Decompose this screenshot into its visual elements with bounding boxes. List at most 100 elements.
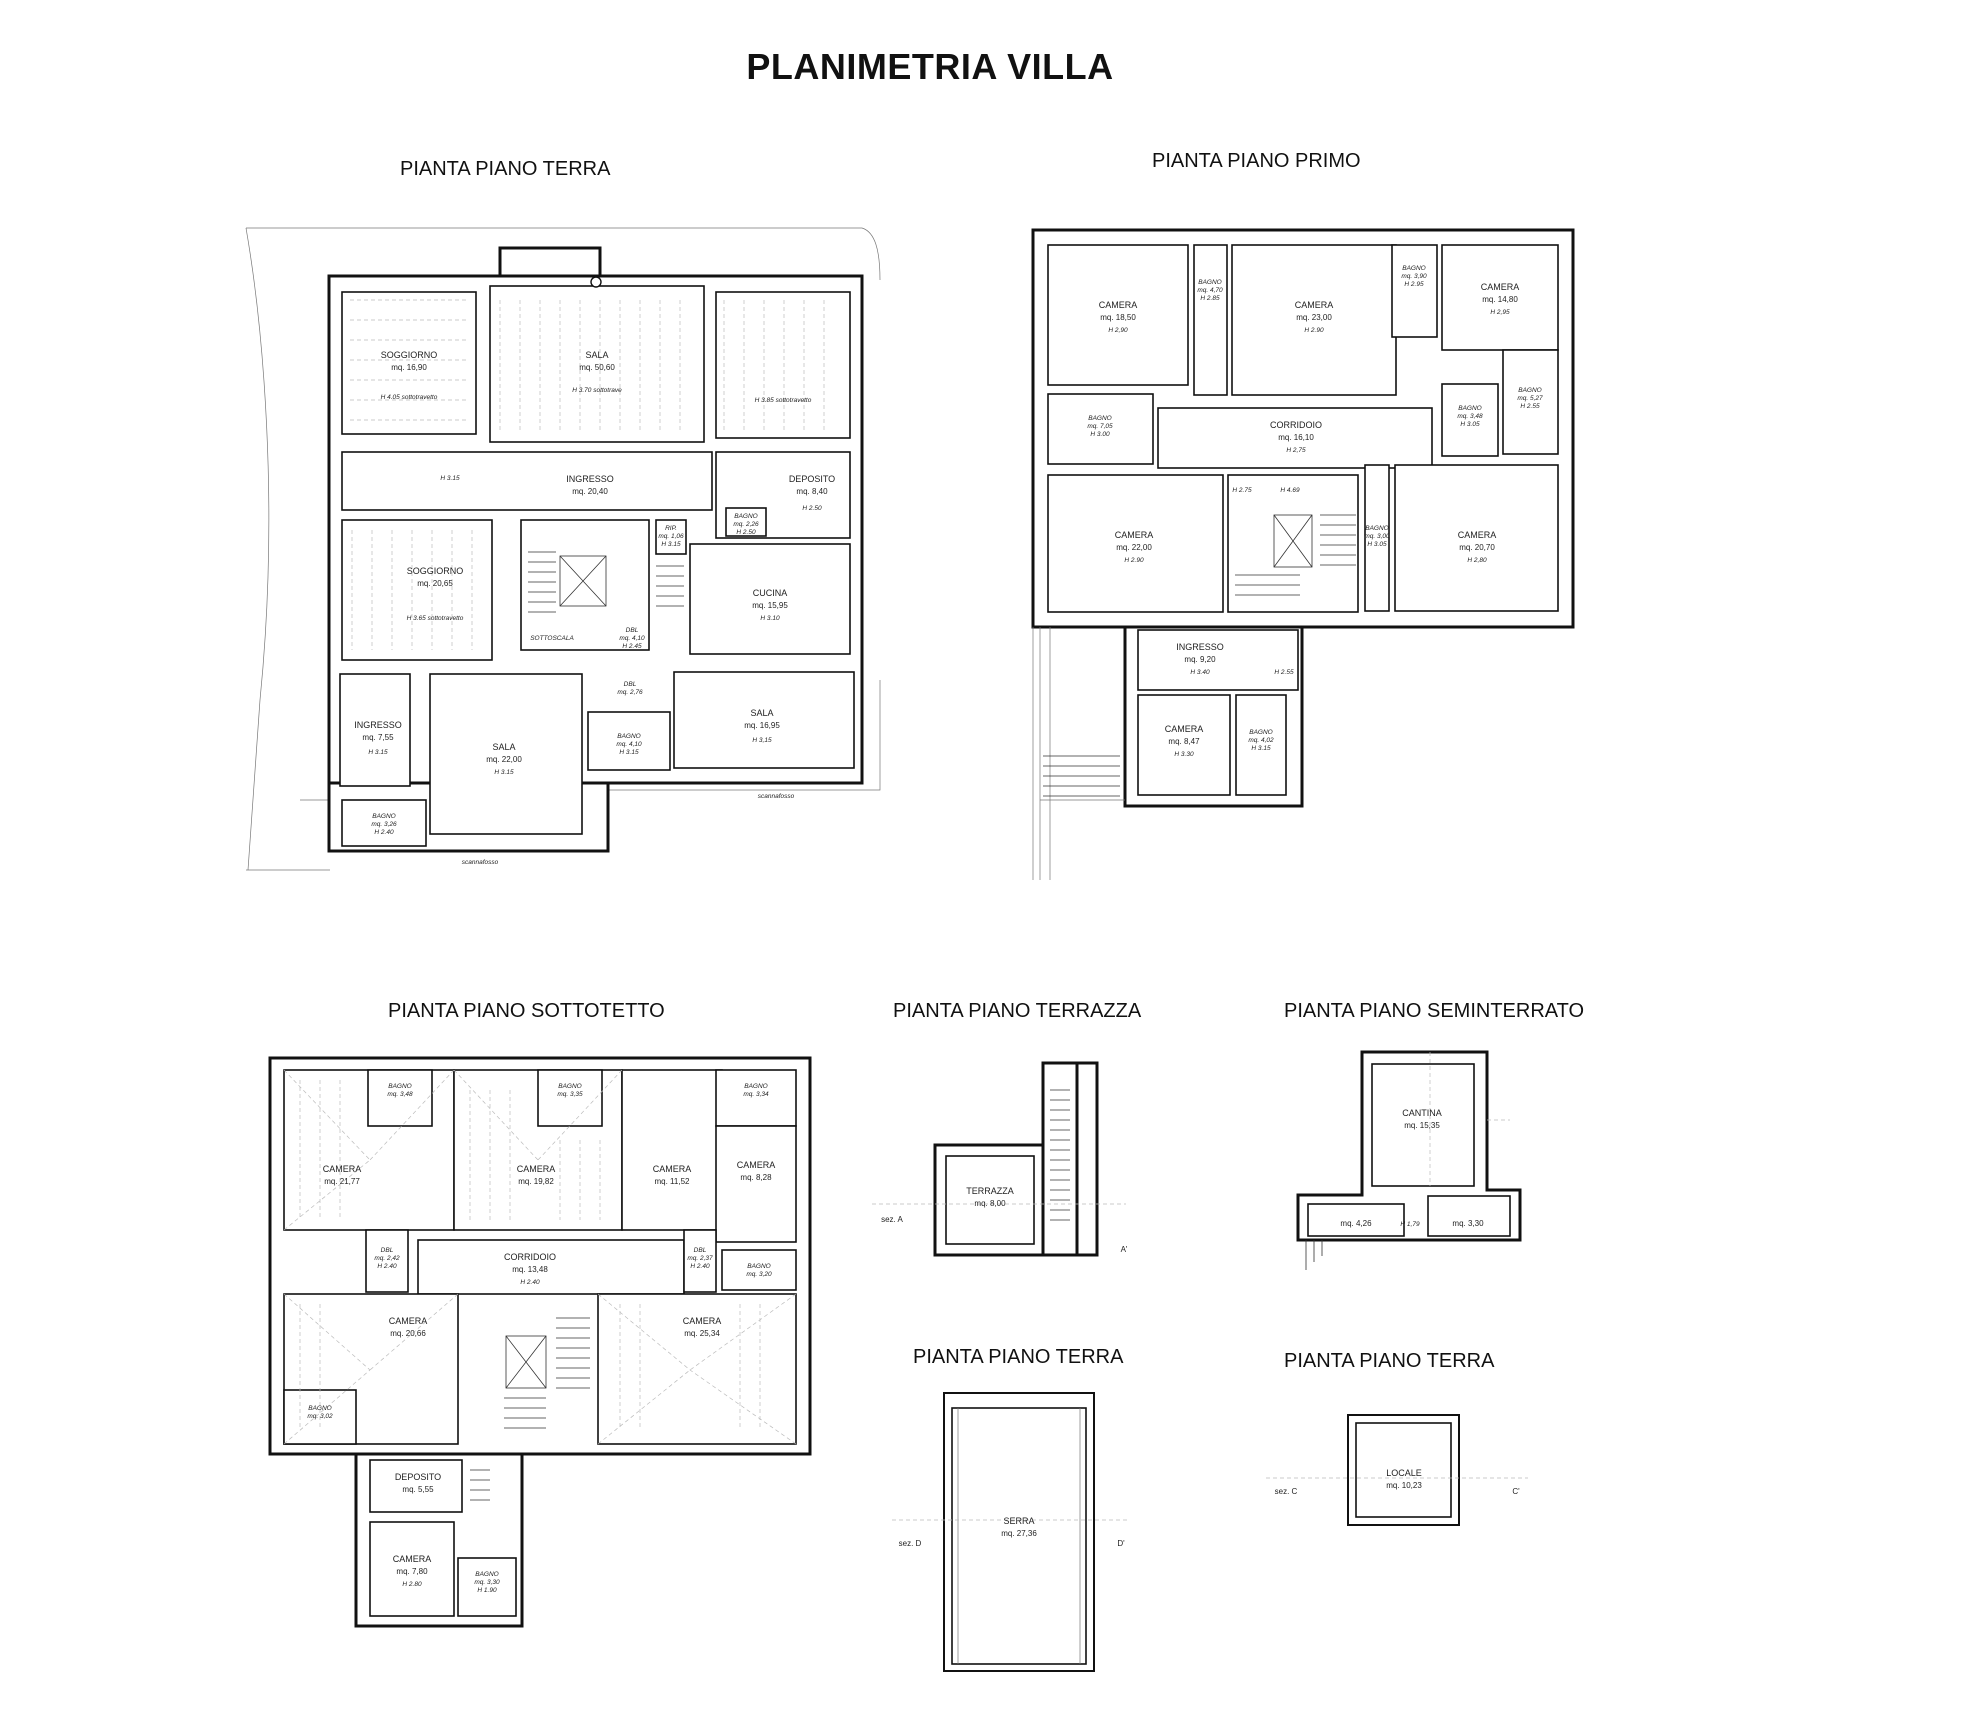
room-bagno-1 xyxy=(725,507,767,537)
svg-text:mq. 2,37: mq. 2,37 xyxy=(687,1255,713,1262)
room-terrazza xyxy=(945,1155,1035,1245)
label-bagno-p1-4: BAGNO xyxy=(1458,405,1481,412)
label-bagno-1: BAGNO xyxy=(734,513,757,520)
room-bagno-a4 xyxy=(721,1249,797,1291)
plan-title-terrace: PIANTA PIANO TERRAZZA xyxy=(893,1000,1142,1022)
room-dbl-a1 xyxy=(365,1229,409,1293)
svg-text:H 2.80: H 2.80 xyxy=(402,1581,422,1588)
label-terrazza: TERRAZZA xyxy=(966,1186,1014,1196)
svg-text:H 1.90: H 1.90 xyxy=(477,1587,497,1594)
section-label-d: sez. D xyxy=(899,1539,922,1548)
note-scannafosso-2: scannafosso xyxy=(758,793,795,800)
label-ingresso-p1: INGRESSO xyxy=(1176,642,1224,652)
label-camera-p1-3: CAMERA xyxy=(1481,282,1520,292)
svg-text:H 2.45: H 2.45 xyxy=(622,643,642,650)
room-camera-a6 xyxy=(597,1293,797,1445)
label-bagno-2: BAGNO xyxy=(617,733,640,740)
plan-title-ground-floor: PIANTA PIANO TERRA xyxy=(400,158,611,180)
svg-text:H 3,15: H 3,15 xyxy=(752,737,772,744)
svg-text:mq. 16,10: mq. 16,10 xyxy=(1278,433,1314,442)
svg-text:mq. 20,40: mq. 20,40 xyxy=(572,487,608,496)
ground-floor-plan: SOGGIORNO mq. 16,90 H 4.05 sottotravetto… xyxy=(245,227,881,871)
svg-text:H 4.05 sottotravetto: H 4.05 sottotravetto xyxy=(381,394,438,401)
section-label-d-prime: D' xyxy=(1117,1539,1125,1548)
label-camera-p1-2: CAMERA xyxy=(1295,300,1334,310)
svg-text:H 3.30: H 3.30 xyxy=(1174,751,1194,758)
room-dbl-a2 xyxy=(683,1229,717,1293)
room-corridoio-p1 xyxy=(1157,407,1433,469)
label-deposito: DEPOSITO xyxy=(789,474,835,484)
svg-text:mq. 9,20: mq. 9,20 xyxy=(1184,655,1216,664)
svg-text:H 2.50: H 2.50 xyxy=(736,529,756,536)
section-label-c-prime: C' xyxy=(1512,1487,1520,1496)
label-camera-p1-5: CAMERA xyxy=(1458,530,1497,540)
svg-text:H 3.10: H 3.10 xyxy=(760,615,780,622)
label-cantina: CANTINA xyxy=(1402,1108,1442,1118)
label-dbl-2: DBL xyxy=(624,681,637,688)
room-bagno-a3 xyxy=(715,1069,797,1127)
svg-text:H 3.70 sottotrave: H 3.70 sottotrave xyxy=(572,387,622,394)
label-soggiorno-1: SOGGIORNO xyxy=(381,350,438,360)
label-ingresso-1: INGRESSO xyxy=(566,474,614,484)
svg-text:H 2,90: H 2,90 xyxy=(1108,327,1128,334)
basement-plan: CANTINA mq. 15,35 mq. 4,26 H 1,79 mq. 3,… xyxy=(1296,1050,1522,1270)
svg-text:mq. 3,35: mq. 3,35 xyxy=(557,1091,583,1098)
label-sala-3: SALA xyxy=(750,708,773,718)
svg-text:mq. 25,34: mq. 25,34 xyxy=(684,1329,720,1338)
svg-text:mq. 20,70: mq. 20,70 xyxy=(1459,543,1495,552)
svg-text:H 2.40: H 2.40 xyxy=(690,1263,710,1270)
svg-text:mq. 4,02: mq. 4,02 xyxy=(1248,737,1274,744)
svg-text:mq. 8,28: mq. 8,28 xyxy=(740,1173,772,1182)
svg-text:H 2,80: H 2,80 xyxy=(1467,557,1487,564)
room-bagno-p1-6 xyxy=(1364,464,1390,612)
note-h-p1-2: H 4.69 xyxy=(1280,487,1300,494)
svg-text:mq. 18,50: mq. 18,50 xyxy=(1100,313,1136,322)
room-basement-1 xyxy=(1307,1203,1405,1237)
room-bagno-p1-2 xyxy=(1391,244,1438,338)
room-ingresso-1 xyxy=(341,451,713,511)
label-bagno-a3: BAGNO xyxy=(744,1083,767,1090)
room-bagno-p1-5 xyxy=(1502,349,1559,455)
label-bagno-p1-7: BAGNO xyxy=(1249,729,1272,736)
svg-text:H 3.15: H 3.15 xyxy=(1251,745,1271,752)
section-label-c: sez. C xyxy=(1275,1487,1298,1496)
label-dbl-1: DBL xyxy=(626,627,639,634)
room-bagno-a6 xyxy=(457,1557,517,1617)
first-floor-plan: CAMERA mq. 18,50 H 2,90 BAGNO mq. 4,70 H… xyxy=(1031,228,1575,880)
label-bagno-a1: BAGNO xyxy=(388,1083,411,1090)
svg-text:mq. 3,90: mq. 3,90 xyxy=(1401,273,1427,280)
svg-text:mq. 3,48: mq. 3,48 xyxy=(387,1091,413,1098)
room-sala-2 xyxy=(429,673,583,835)
room-bagno-p1-4 xyxy=(1441,383,1499,457)
label-bagno-p1-1: BAGNO xyxy=(1198,279,1221,286)
room-camera-a3 xyxy=(621,1069,723,1231)
room-camera-4 xyxy=(1047,474,1224,613)
label-soggiorno-2: SOGGIORNO xyxy=(407,566,464,576)
label-corridoio-p1: CORRIDOIO xyxy=(1270,420,1322,430)
room-camera-a4 xyxy=(715,1125,797,1243)
label-camera-p1-4: CAMERA xyxy=(1115,530,1154,540)
svg-text:H 2.85: H 2.85 xyxy=(1200,295,1220,302)
attic-floor-plan: BAGNO mq. 3,48 BAGNO mq. 3,35 BAGNO mq. … xyxy=(268,1056,812,1628)
label-bagno-a5: BAGNO xyxy=(308,1405,331,1412)
room-basement-2 xyxy=(1427,1195,1511,1237)
svg-text:mq. 7,05: mq. 7,05 xyxy=(1087,423,1113,430)
svg-text:mq. 3,34: mq. 3,34 xyxy=(743,1091,769,1098)
label-camera-a4: CAMERA xyxy=(737,1160,776,1170)
svg-text:mq. 3,00: mq. 3,00 xyxy=(1364,533,1390,540)
room-sala-3 xyxy=(673,671,855,769)
svg-text:H 3.00: H 3.00 xyxy=(1090,431,1110,438)
label-locale: LOCALE xyxy=(1386,1468,1422,1478)
greenhouse-plan: SERRA mq. 27,36 sez. D D' xyxy=(892,1392,1130,1672)
room-camera-3 xyxy=(1441,244,1559,351)
label-deposito-a: DEPOSITO xyxy=(395,1472,441,1482)
label-serra: SERRA xyxy=(1003,1516,1034,1526)
room-bagno-2 xyxy=(587,711,671,771)
label-sala-1: SALA xyxy=(585,350,608,360)
svg-text:mq. 15,95: mq. 15,95 xyxy=(752,601,788,610)
room-sala-1 xyxy=(489,285,705,443)
room-camera-2 xyxy=(1231,244,1397,396)
plan-title-attic: PIANTA PIANO SOTTOTETTO xyxy=(388,1000,665,1022)
svg-text:mq. 21,77: mq. 21,77 xyxy=(324,1177,360,1186)
label-camera-p1-1: CAMERA xyxy=(1099,300,1138,310)
